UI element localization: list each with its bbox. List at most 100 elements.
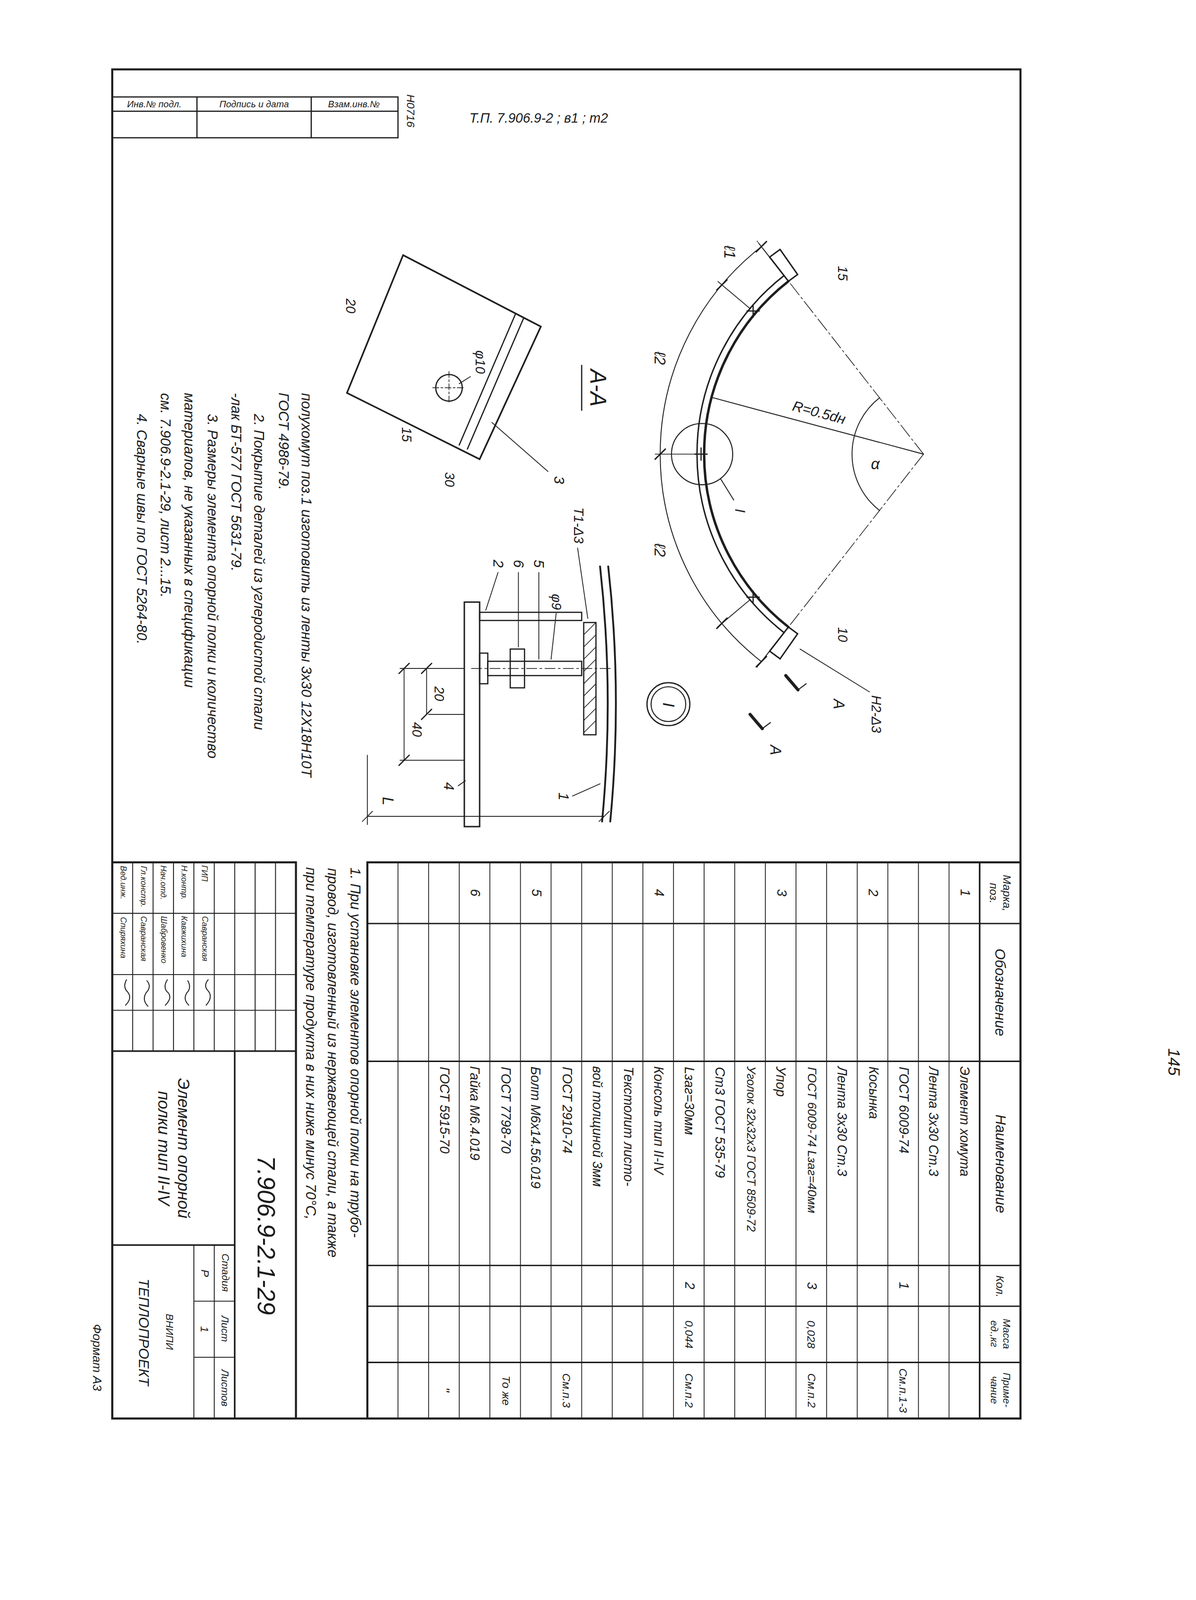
table-cell: ГОСТ 7798-70 — [497, 1065, 514, 1153]
note-line: 4. Сварные швы по ГОСТ 5264-80. — [132, 413, 151, 644]
note-line: см. 7.906.9-2.1-29, лист 2...15. — [156, 392, 175, 598]
clamp-drawing-part — [655, 242, 785, 666]
detail-drawing-part — [583, 622, 597, 733]
clamp-drawing-part — [851, 398, 880, 511]
detail-drawing-part — [458, 547, 601, 797]
clamp-drawing-part — [704, 281, 789, 627]
table-cell: 3 — [772, 888, 789, 897]
title-block-cell: Листов — [218, 1369, 231, 1407]
clamp-drawing-part — [651, 686, 686, 722]
note-line: 1. При установке элементов опорной полки… — [346, 867, 364, 1239]
table-cell: См.п.1-3 — [896, 1367, 910, 1413]
callout-number: 6 — [509, 559, 528, 568]
title-block-cell: Спиряхина — [117, 916, 128, 959]
page-number: 145 — [1163, 1047, 1184, 1075]
table-header: Масса ед.,кг — [987, 1309, 1013, 1359]
format-label: Формат А3 — [89, 1324, 105, 1392]
table-cell: вой толщиной 3мм — [588, 1065, 605, 1187]
stamp-cell: Инв.№ подл. — [127, 98, 182, 110]
project-code: Т.П. 7.906.9-2 ; в1 ; т2 — [469, 110, 608, 127]
organization: ТЕПЛОПРОЕКТ — [134, 1278, 152, 1386]
spec-table-grid-part — [978, 862, 981, 1419]
title-block-cell: Гл.констр. — [137, 865, 148, 907]
table-cell: См.п.3 — [559, 1372, 574, 1408]
callout-number: 5 — [530, 559, 548, 568]
clamp-drawing-part — [720, 478, 734, 500]
table-header: Приме- чание — [987, 1365, 1013, 1415]
detail-drawing-part — [362, 754, 610, 825]
callout-number: 2 — [489, 559, 507, 568]
spec-table-grid-part — [398, 862, 950, 1419]
dimension: L — [378, 797, 398, 806]
detail-callout: I — [659, 702, 679, 707]
table-cell: 5 — [528, 888, 544, 897]
title-block-grid-part — [124, 979, 211, 1007]
table-header: Наименование — [991, 1113, 1009, 1213]
detail-drawing-part — [398, 663, 432, 766]
title-block-cell: Стадия — [218, 1253, 231, 1292]
title-block-cell: ГИП — [199, 865, 210, 882]
organization: ВНИПИ — [162, 1313, 176, 1350]
table-header: Марка, поз. — [986, 866, 1014, 920]
section-drawing — [347, 255, 582, 472]
dimension: 30 — [441, 472, 458, 488]
table-cell: 6 — [466, 888, 483, 897]
section-drawing-part — [432, 371, 466, 404]
title-block-cell: Лист — [218, 1315, 231, 1342]
title-block-cell: Р — [197, 1268, 212, 1277]
section-drawing-part — [580, 365, 582, 411]
table-cell: 3 — [803, 1282, 820, 1290]
table-header: Обозначение — [991, 947, 1009, 1036]
note-line: материалов, не указанных в спецификации — [179, 392, 198, 688]
section-drawing-part — [459, 314, 524, 449]
clamp-drawing-part — [762, 683, 807, 729]
table-cell: Уголок 32х32х3 ГОСТ 8509-72 — [743, 1066, 757, 1233]
drawing-title: Элемент опорной полки тип II-IV — [153, 1071, 193, 1226]
table-cell: 2 — [680, 1282, 697, 1290]
callout-number: 4 — [440, 781, 458, 790]
clamp-drawing-part — [695, 305, 760, 604]
stamp-cell: Подпись и дата — [219, 98, 290, 110]
clamp-drawing-part — [647, 682, 691, 726]
title-block-cell: Кавжихина — [178, 916, 189, 958]
title-block-grid-part — [112, 862, 297, 1419]
stamp-cell: Взам.инв.№ — [328, 98, 381, 110]
table-cell: Lзаг=30мм — [680, 1066, 697, 1135]
table-cell: " — [435, 1387, 452, 1393]
section-drawing-part — [347, 255, 541, 460]
title-block-cell: Вед.инж. — [117, 865, 128, 899]
dimension: φ9 — [547, 593, 564, 610]
section-title: A-A — [583, 369, 611, 407]
table-cell: См.п.2 — [804, 1372, 818, 1408]
table-header: Кол. — [993, 1275, 1007, 1298]
detail-drawing-part — [464, 602, 480, 827]
note-line: провод, изготовленный из нержавеющей ста… — [323, 867, 342, 1258]
detail-drawing-part — [479, 612, 582, 621]
dimension: ℓ2 — [650, 543, 669, 557]
table-cell: Косынка — [864, 1065, 881, 1119]
table-cell: Упор — [772, 1066, 789, 1097]
table-cell: Болт М6х14.56.019 — [527, 1066, 544, 1189]
clamp-drawing-part — [769, 249, 798, 281]
table-cell: ГОСТ 6009-74 Lзаг=40мм — [803, 1066, 819, 1213]
section-mark: A — [829, 699, 848, 710]
title-block-cell: Шабровенко — [158, 916, 169, 964]
table-cell: 0,044 — [681, 1319, 696, 1348]
callout-number: 1 — [554, 792, 573, 800]
sheet-frame-part — [112, 96, 399, 138]
table-cell: 2 — [864, 888, 881, 897]
drawing-number: 7.906.9-2.1-29 — [250, 1154, 280, 1315]
clamp-drawing-part — [799, 649, 870, 693]
clamp-drawing-part — [756, 241, 924, 668]
dimension: 15 — [398, 427, 415, 443]
weld-mark: Т1-Δ3 — [570, 507, 586, 544]
section-drawing-part — [459, 376, 549, 472]
table-cell: Лента 3х30 Ст.3 — [833, 1066, 850, 1177]
spec-table-grid-part — [367, 923, 1021, 1363]
detail-drawing-part — [600, 566, 617, 822]
table-cell: 1 — [956, 888, 973, 897]
table-cell: Консоль тип II-IV — [650, 1066, 666, 1175]
